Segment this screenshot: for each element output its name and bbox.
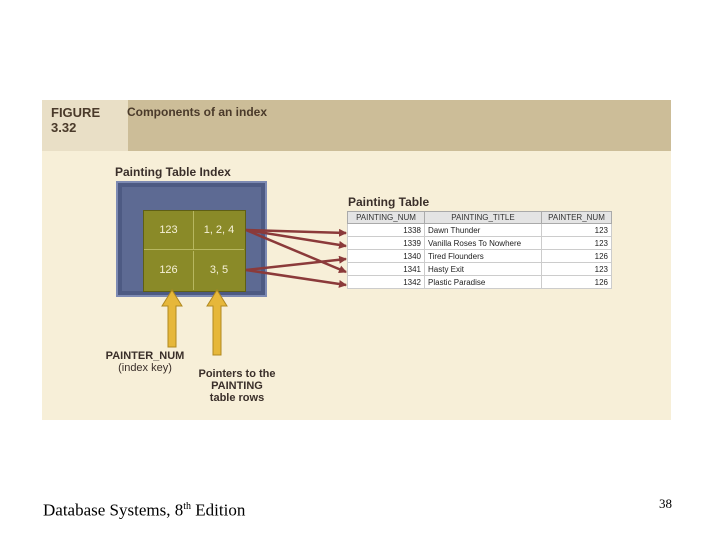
pointer-arrows [161, 228, 347, 356]
index-key-caption: (index key) [118, 362, 172, 374]
table-cell: 123 [541, 223, 612, 237]
table-cell: 1340 [347, 249, 425, 263]
pointer-arrow [245, 228, 347, 274]
table-cell: Tired Flounders [424, 249, 542, 263]
table-title: Painting Table [348, 195, 430, 209]
figure-tab: FIGURE 3.32 [42, 100, 128, 151]
pointer-arrow [245, 268, 347, 288]
index-key-cell: 126 [144, 251, 194, 290]
table-cell: 1342 [347, 275, 425, 289]
book-title-sup: th [183, 501, 192, 512]
column-header: PAINTING_TITLE [424, 211, 542, 224]
table-row: 1342 Plastic Paradise 126 [347, 275, 612, 289]
pointer-arrow [245, 255, 347, 272]
table-row: 1339 Vanilla Roses To Nowhere 123 [347, 236, 612, 250]
figure-title: Components of an index [127, 105, 268, 119]
table-cell: Hasty Exit [424, 262, 542, 276]
table-cell: 123 [541, 262, 612, 276]
page-number: 38 [659, 496, 672, 511]
table-cell: 123 [541, 236, 612, 250]
pointers-label: Pointers to the PAINTING table rows [198, 368, 276, 404]
figure-label: FIGURE 3.32 [51, 105, 101, 135]
up-arrow-pointers [206, 289, 228, 356]
table-cell: 126 [541, 249, 612, 263]
table-row: 1338 Dawn Thunder 123 [347, 223, 612, 237]
table-cell: Plastic Paradise [424, 275, 542, 289]
table-cell: 1338 [347, 223, 425, 237]
index-pointer-cell: 3, 5 [209, 264, 229, 276]
figure-panel: FIGURE 3.32 Components of an index Paint… [42, 100, 671, 420]
pointer-arrow [245, 228, 347, 249]
index-key-cell: 123 [144, 211, 194, 250]
table-cell: 1339 [347, 236, 425, 250]
figure-header: FIGURE 3.32 Components of an index [42, 100, 671, 151]
table-cell: 126 [541, 275, 612, 289]
book-title-suffix: Edition [191, 500, 246, 520]
table-cell: 1341 [347, 262, 425, 276]
painting-table: PAINTING_NUM PAINTING_TITLE PAINTER_NUM … [347, 211, 612, 289]
table-header-row: PAINTING_NUM PAINTING_TITLE PAINTER_NUM [347, 211, 612, 224]
index-pointer-cell: 1, 2, 4 [194, 211, 244, 250]
table-row: 1341 Hasty Exit 123 [347, 262, 612, 276]
table-cell: Vanilla Roses To Nowhere [424, 236, 542, 250]
table-cell: Dawn Thunder [424, 223, 542, 237]
pointer-arrow [245, 228, 347, 237]
book-title: Database Systems, 8th Edition [43, 497, 245, 521]
table-row: 1340 Tired Flounders 126 [347, 249, 612, 263]
index-grid: 123 1, 2, 4 126 3, 5 [143, 210, 246, 292]
index-key-label: PAINTER_NUM (index key) [100, 350, 190, 374]
up-arrow-index-key [161, 289, 183, 348]
index-title: Painting Table Index [115, 165, 231, 179]
column-header: PAINTING_NUM [347, 211, 425, 224]
index-key-name: PAINTER_NUM [105, 350, 185, 362]
column-header: PAINTER_NUM [541, 211, 612, 224]
book-title-prefix: Database Systems, 8 [43, 500, 184, 520]
